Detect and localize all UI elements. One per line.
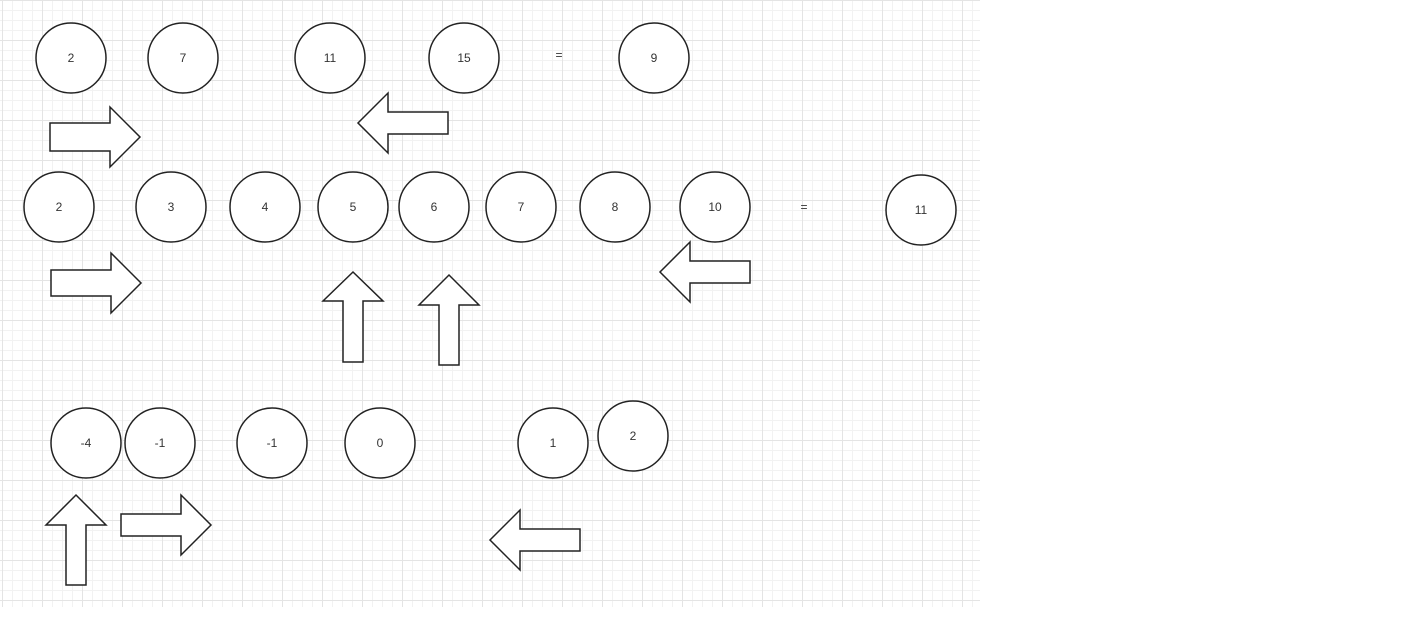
node-circle: 0 (344, 407, 416, 479)
circle (147, 22, 219, 94)
node-circle: 15 (428, 22, 500, 94)
up-arrow-icon (417, 273, 481, 366)
circle (618, 22, 690, 94)
circle (597, 400, 669, 472)
circle (35, 22, 107, 94)
circle (229, 171, 301, 243)
circle (579, 171, 651, 243)
node-value: 11 (324, 51, 337, 65)
circle (124, 407, 196, 479)
equals-sign: = (800, 200, 807, 214)
circle (23, 171, 95, 243)
target-circle: 9 (618, 22, 690, 94)
equals-sign: = (555, 48, 562, 62)
node-value: 15 (457, 51, 471, 65)
node-circle: -4 (50, 407, 122, 479)
circle (517, 407, 589, 479)
row-3: -4 -1 -1 0 1 2 (44, 400, 669, 586)
circle (236, 407, 308, 479)
row-2: 2 3 4 5 6 7 8 10 = (23, 171, 957, 366)
node-value: 7 (518, 200, 525, 214)
node-value: 5 (350, 200, 357, 214)
node-value: 2 (630, 429, 637, 443)
node-circle: 2 (35, 22, 107, 94)
node-value: 8 (612, 200, 619, 214)
node-value: 7 (180, 51, 187, 65)
target-circle: 11 (885, 174, 957, 246)
circle (50, 407, 122, 479)
left-arrow-icon (356, 91, 449, 155)
node-circle: 8 (579, 171, 651, 243)
circle (885, 174, 957, 246)
node-value: -1 (155, 436, 166, 450)
target-value: 9 (651, 51, 658, 65)
circle (485, 171, 557, 243)
node-circle: 2 (23, 171, 95, 243)
right-arrow-icon (49, 105, 142, 169)
circle (317, 171, 389, 243)
target-value: 11 (915, 203, 928, 217)
node-circle: 11 (294, 22, 366, 94)
node-value: 2 (68, 51, 75, 65)
node-circle: 4 (229, 171, 301, 243)
circle (428, 22, 500, 94)
circle (294, 22, 366, 94)
node-circle: 1 (517, 407, 589, 479)
node-value: 4 (262, 200, 269, 214)
up-arrow-icon (44, 493, 108, 586)
node-circle: 10 (679, 171, 751, 243)
node-value: 10 (708, 200, 722, 214)
node-circle: 3 (135, 171, 207, 243)
circle (679, 171, 751, 243)
circle (398, 171, 470, 243)
node-value: -1 (267, 436, 278, 450)
node-circle: 6 (398, 171, 470, 243)
node-value: 6 (431, 200, 438, 214)
node-value: 1 (550, 436, 557, 450)
node-circle: -1 (236, 407, 308, 479)
node-circle: -1 (124, 407, 196, 479)
node-value: 3 (168, 200, 175, 214)
row-1: 2 7 11 15 = 9 (35, 22, 690, 169)
node-circle: 7 (485, 171, 557, 243)
node-circle: 2 (597, 400, 669, 472)
right-arrow-icon (120, 493, 213, 557)
circle (344, 407, 416, 479)
circle (135, 171, 207, 243)
node-value: 0 (377, 436, 384, 450)
left-arrow-icon (488, 508, 581, 572)
node-circle: 7 (147, 22, 219, 94)
right-arrow-icon (50, 251, 143, 315)
left-arrow-icon (658, 240, 751, 304)
diagram-canvas (0, 0, 980, 607)
node-circle: 5 (317, 171, 389, 243)
up-arrow-icon (321, 270, 385, 363)
node-value: -4 (81, 436, 92, 450)
node-value: 2 (56, 200, 63, 214)
